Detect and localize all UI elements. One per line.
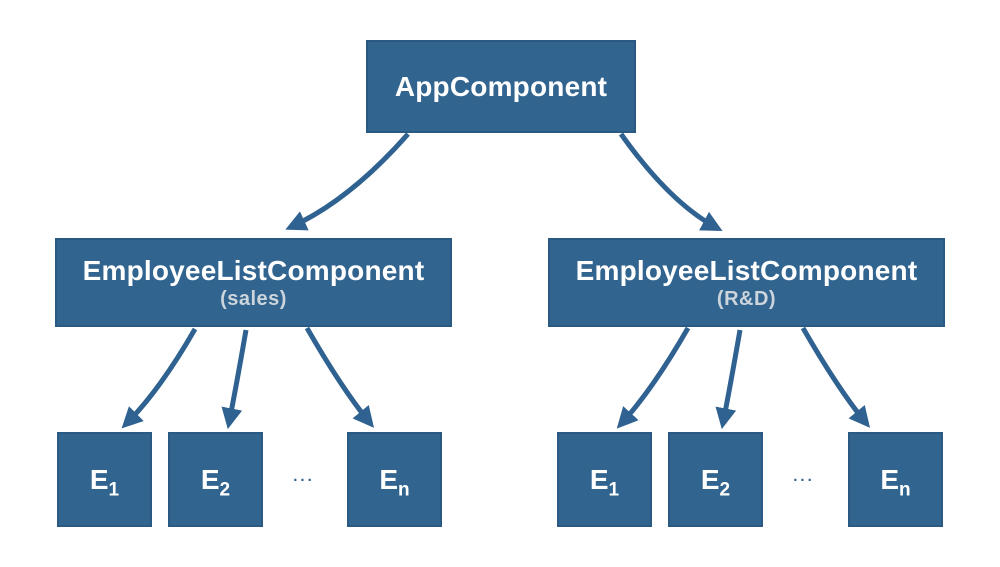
edge-app-to-rd [618, 132, 723, 231]
node-employee-list-rd-label: EmployeeListComponent [575, 255, 918, 287]
node-employee-list-sales-label: EmployeeListComponent [82, 255, 425, 287]
node-app-component-label: AppComponent [394, 70, 608, 102]
edge-sales-to-e1 [121, 327, 198, 429]
node-employee-list-sales-sublabel: (sales) [220, 287, 287, 310]
node-sales-employee-n-label: En [379, 463, 410, 501]
node-rd-employee-n: En [848, 432, 943, 527]
edge-sales-to-e2 [221, 329, 249, 430]
node-sales-employee-2: E2 [168, 432, 263, 527]
edge-rd-to-en [800, 326, 871, 428]
edge-rd-to-e2 [715, 329, 743, 430]
node-sales-employee-1-label: E1 [89, 463, 120, 501]
edge-app-to-sales [285, 132, 410, 231]
node-sales-employee-2-label: E2 [200, 463, 231, 501]
node-employee-list-sales: EmployeeListComponent (sales) [55, 238, 452, 327]
node-sales-employee-1: E1 [57, 432, 152, 527]
sales-ellipsis: ... [293, 468, 315, 485]
node-rd-employee-1: E1 [557, 432, 652, 527]
node-rd-employee-n-label: En [880, 463, 911, 501]
edge-sales-to-en [304, 326, 375, 428]
rd-ellipsis: ... [793, 468, 815, 485]
node-employee-list-rd: EmployeeListComponent (R&D) [548, 238, 945, 327]
edge-rd-to-e1 [616, 326, 691, 429]
node-employee-list-rd-sublabel: (R&D) [716, 287, 777, 310]
node-rd-employee-2: E2 [668, 432, 763, 527]
node-rd-employee-1-label: E1 [589, 463, 620, 501]
node-app-component: AppComponent [366, 40, 636, 133]
node-sales-employee-n: En [347, 432, 442, 527]
node-rd-employee-2-label: E2 [700, 463, 731, 501]
